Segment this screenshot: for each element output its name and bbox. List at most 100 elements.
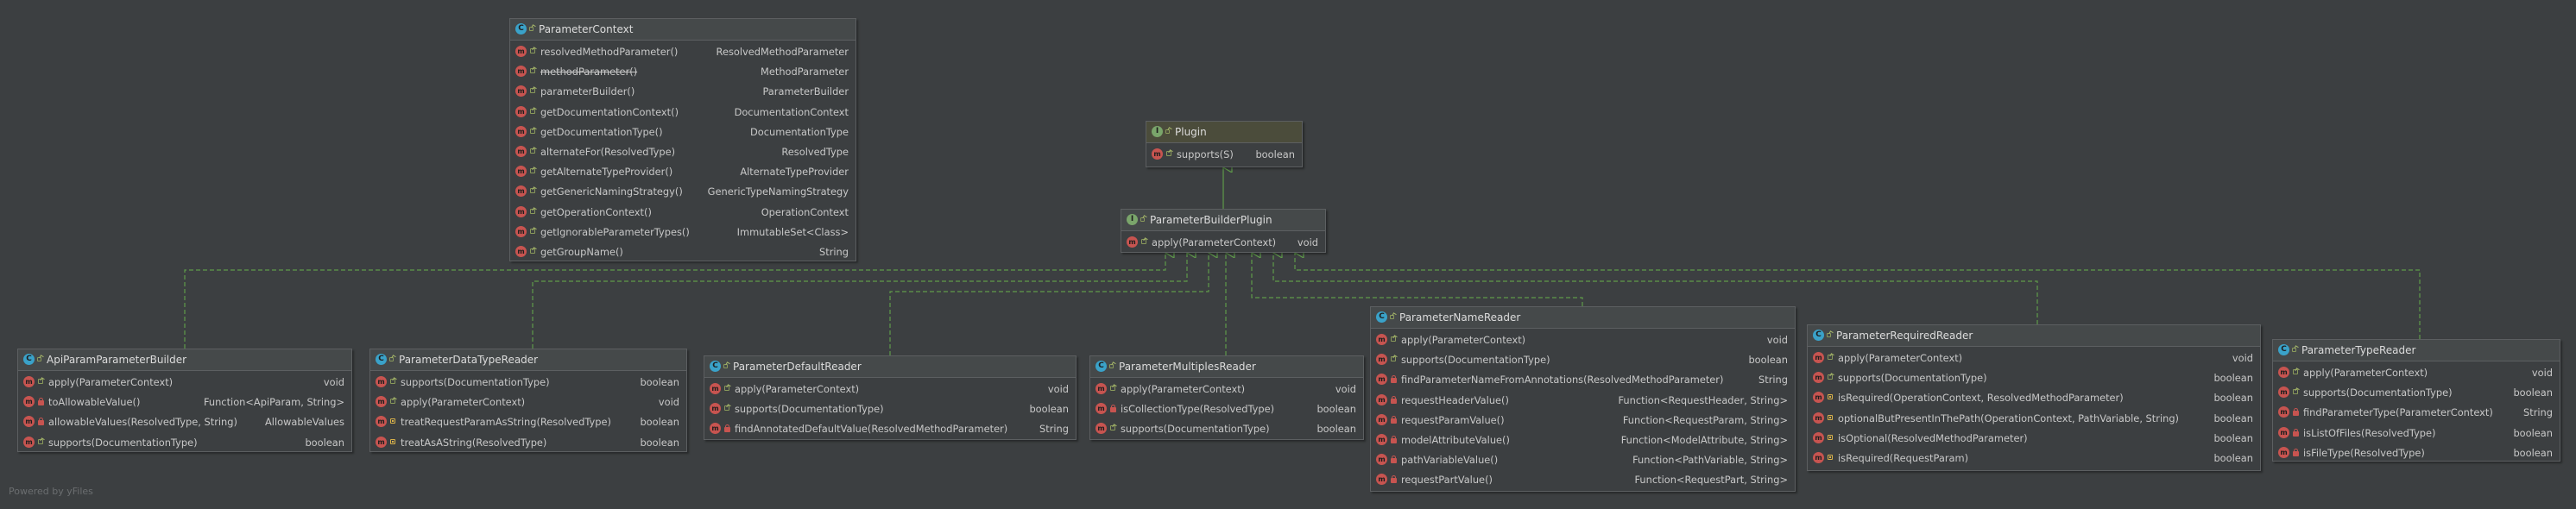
interface-name: ParameterBuilderPlugin [1150, 214, 1272, 226]
method-icon: m [23, 436, 35, 448]
method-return-type: String [1758, 374, 1788, 386]
method-row[interactable]: m findParameterNameFromAnnotations(Resolv… [1371, 370, 1795, 390]
method-icon: m [515, 245, 527, 257]
edge-required-impl [1273, 253, 2038, 324]
method-return-type: OperationContext [761, 205, 849, 218]
method-signature: toAllowableValue() [48, 396, 141, 409]
edge-default-impl [889, 253, 1209, 355]
method-icon: m [1127, 236, 1138, 248]
method-icon: m [1813, 431, 1824, 443]
public-icon [529, 25, 535, 33]
method-icon: m [1813, 372, 1824, 384]
method-signature: optionalButPresentInThePath(OperationCon… [1838, 412, 2179, 424]
method-return-type: DocumentationType [750, 125, 849, 138]
method-signature: pathVariableValue() [1401, 454, 1499, 467]
class-name: ParameterDefaultReader [733, 361, 862, 373]
public-icon [37, 378, 45, 386]
edge-type-impl [1295, 253, 2421, 339]
class-icon: C [376, 354, 387, 365]
method-signature: findParameterNameFromAnnotations(Resolve… [1401, 374, 1724, 386]
method-signature: requestHeaderValue() [1401, 393, 1509, 406]
class-name: ParameterMultiplesReader [1119, 361, 1256, 373]
public-icon [2292, 368, 2300, 376]
method-signature: supports(DocumentationType) [1121, 423, 1270, 436]
public-icon [2292, 388, 2300, 396]
public-icon [1109, 424, 1117, 432]
method-signature: apply(ParameterContext) [1401, 334, 1526, 346]
method-signature: apply(ParameterContext) [1838, 352, 1963, 364]
private-lock-icon [1390, 395, 1398, 404]
protected-icon [1827, 454, 1834, 462]
method-signature: supports(DocumentationType) [2303, 386, 2453, 399]
public-icon [529, 167, 537, 175]
method-return-type: boolean [2513, 386, 2553, 399]
method-icon: m [376, 396, 387, 408]
method-icon: m [515, 46, 527, 57]
edge-apiparam-impl [184, 253, 1165, 349]
method-icon: m [1095, 403, 1107, 415]
method-icon: m [1376, 374, 1387, 386]
public-icon [1109, 385, 1117, 393]
method-signature: apply(ParameterContext) [48, 376, 174, 388]
class-name: ParameterDataTypeReader [399, 354, 539, 366]
